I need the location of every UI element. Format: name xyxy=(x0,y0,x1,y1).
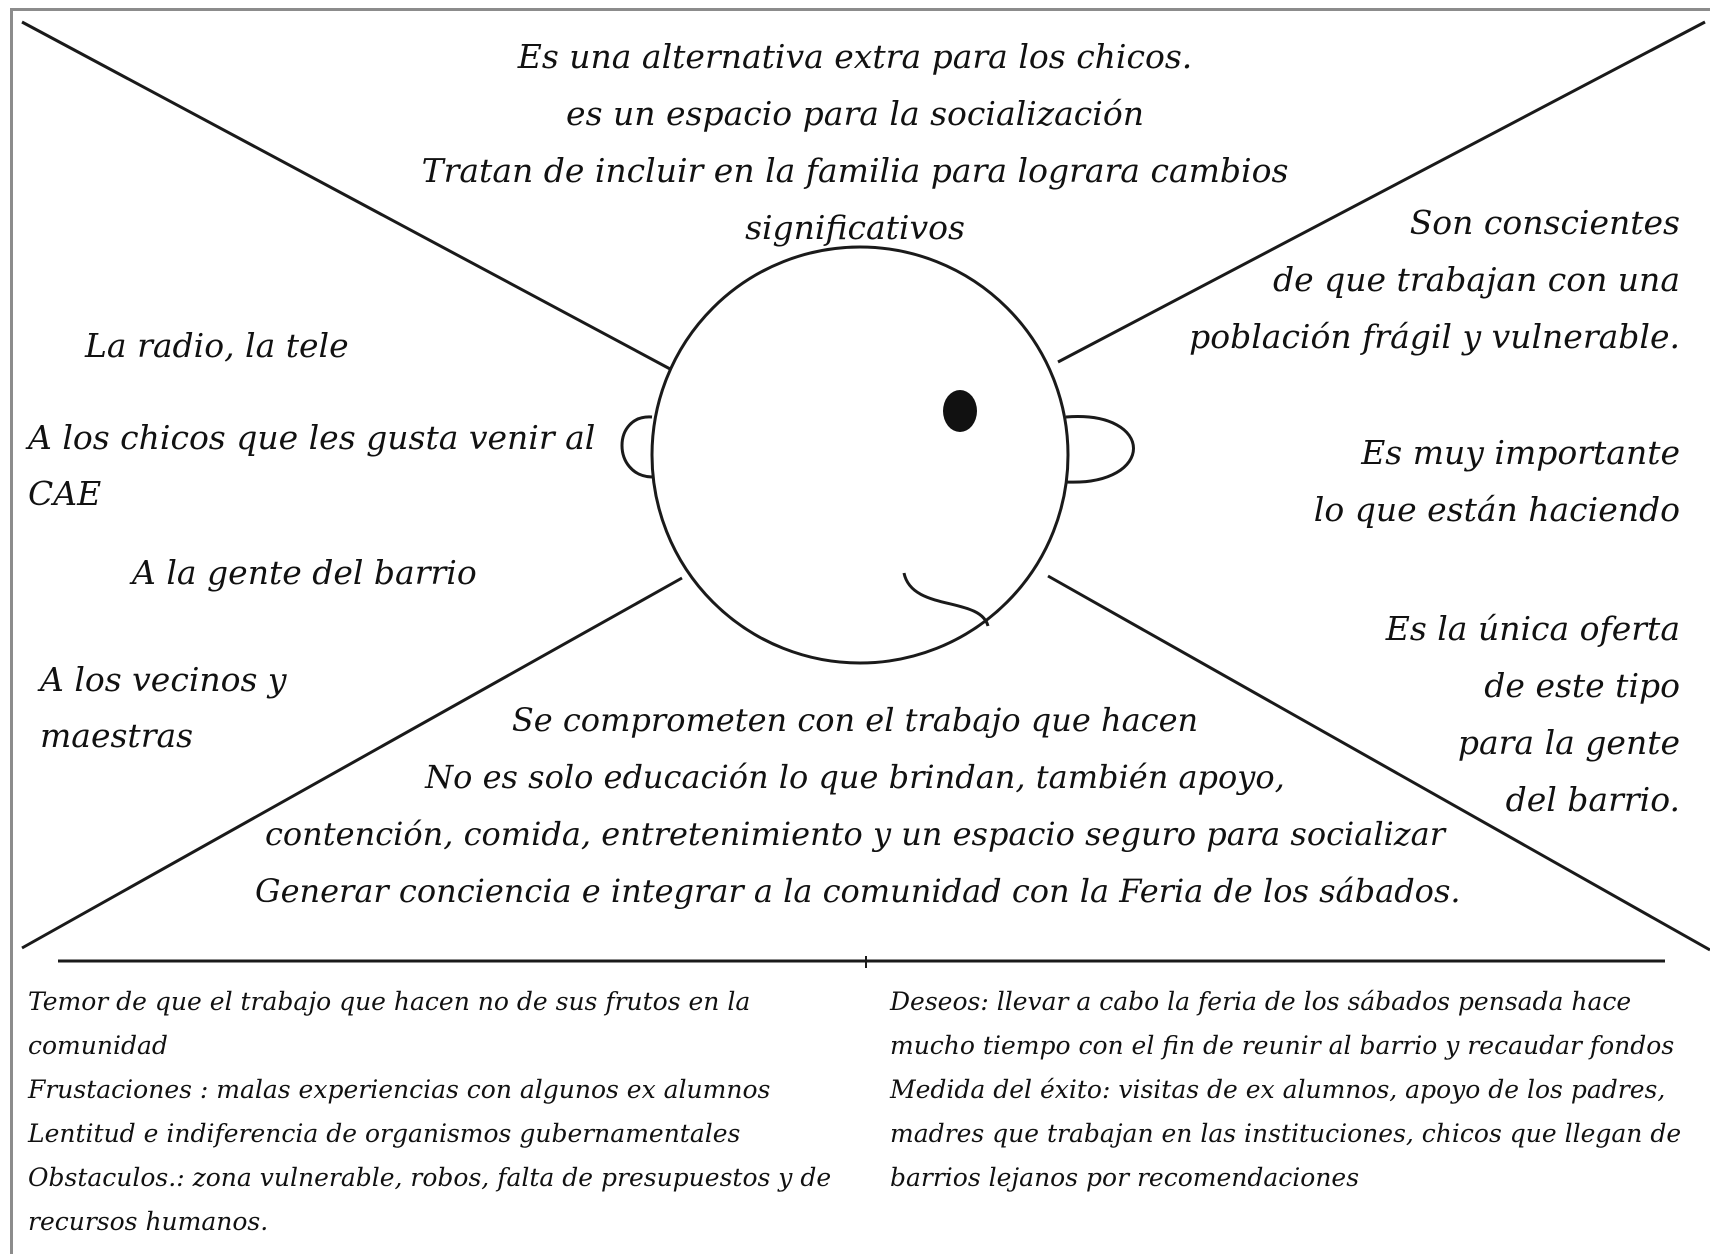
face-ear-right xyxy=(1065,415,1135,484)
hears-vecinos: A los vecinos y maestras xyxy=(40,660,287,755)
pains-line: Lentitud e indiferencia de organismos gu… xyxy=(28,1119,741,1148)
pains-line: comunidad xyxy=(28,1031,168,1060)
does-line: Se comprometen con el trabajo que hacen xyxy=(511,701,1199,739)
divider-top-left xyxy=(21,20,673,372)
pains-block: Temor de que el trabajo que hacen no de … xyxy=(28,980,831,1244)
divider-top-right xyxy=(1057,20,1706,364)
thinks-importante: Es muy importante lo que están haciendo xyxy=(1313,433,1680,529)
hears-gente: A la gente del barrio xyxy=(132,553,477,592)
hears-radio: La radio, la tele xyxy=(85,326,349,365)
says-line: significativos xyxy=(745,208,965,247)
pains-line: Temor de que el trabajo que hacen no de … xyxy=(28,987,751,1016)
does-line: Generar conciencia e integrar a la comun… xyxy=(255,872,1461,910)
gains-line: Medida del éxito: visitas de ex alumnos,… xyxy=(890,1075,1666,1104)
gains-line: barrios lejanos por recomendaciones xyxy=(890,1163,1360,1192)
pains-line: Frustaciones : malas experiencias con al… xyxy=(28,1075,771,1104)
face-eye xyxy=(943,390,977,432)
does-block: Se comprometen con el trabajo que hacen … xyxy=(255,692,1461,920)
does-line: contención, comida, entretenimiento y un… xyxy=(264,815,1446,853)
gains-line: Deseos: llevar a cabo la feria de los sá… xyxy=(890,987,1632,1016)
face-head xyxy=(650,245,1070,665)
divider-bottom-right xyxy=(1047,574,1710,952)
gains-line: madres que trabajan en las instituciones… xyxy=(890,1119,1682,1148)
says-line: Es una alternativa extra para los chicos… xyxy=(517,37,1193,76)
does-line: No es solo educación lo que brindan, tam… xyxy=(425,758,1285,796)
pains-line: Obstaculos.: zona vulnerable, robos, fal… xyxy=(28,1163,832,1192)
face-mouth xyxy=(902,572,990,627)
says-line: Tratan de incluir en la familia para log… xyxy=(421,151,1289,190)
gains-line: mucho tiempo con el fin de reunir al bar… xyxy=(890,1031,1675,1060)
page-frame xyxy=(10,8,1710,1254)
thinks-conscientes: Son conscientes de que trabajan con una … xyxy=(1189,203,1680,356)
thinks-oferta: Es la única oferta de este tipo para la … xyxy=(1385,609,1680,819)
gains-block: Deseos: llevar a cabo la feria de los sá… xyxy=(890,980,1681,1200)
says-block: Es una alternativa extra para los chicos… xyxy=(380,28,1330,256)
hears-chicos: A los chicos que les gusta venir al CAE xyxy=(28,418,596,513)
face-ear-left xyxy=(620,415,653,479)
divider-bottom-left xyxy=(21,576,683,950)
says-line: es un espacio para la socialización xyxy=(566,94,1144,133)
pains-line: recursos humanos. xyxy=(28,1207,269,1236)
